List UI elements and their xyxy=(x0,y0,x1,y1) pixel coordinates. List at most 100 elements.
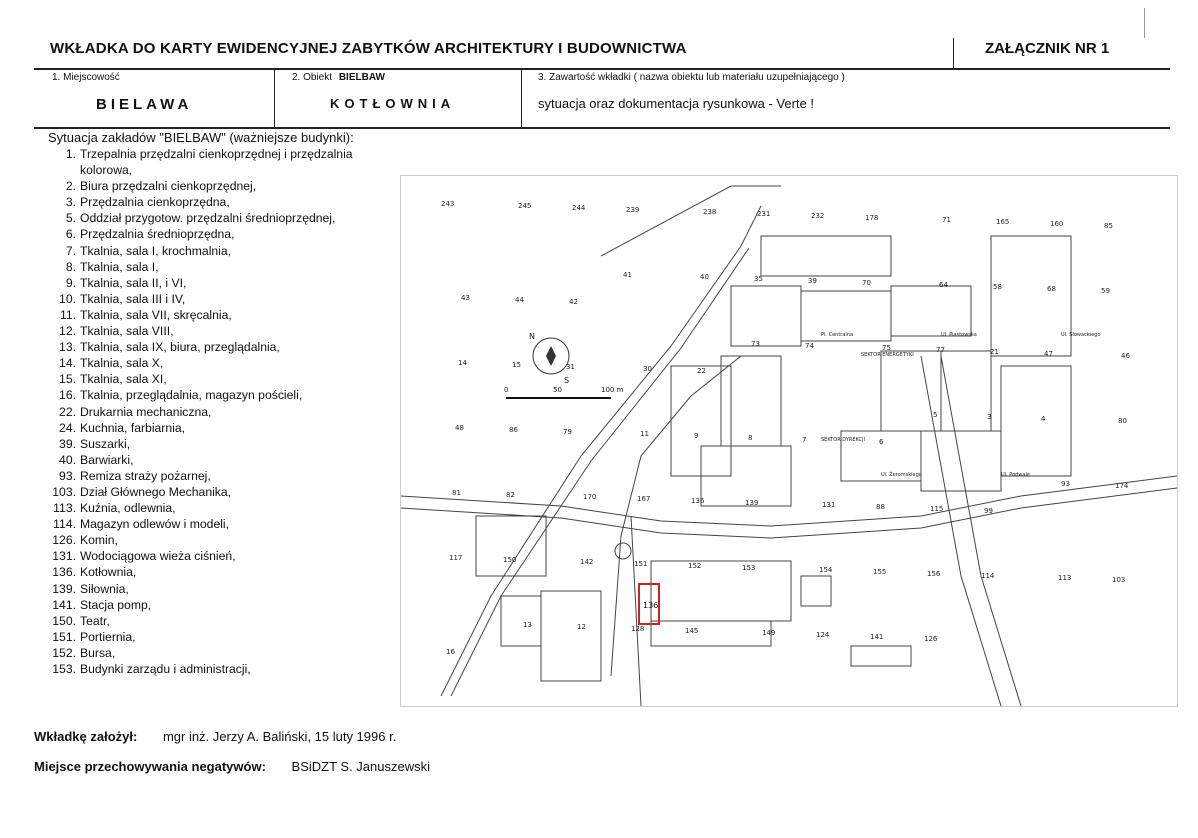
map-sector-sign: SEKTOR ENERGETYKI xyxy=(861,352,914,358)
building-list-item: 39.Suszarki, xyxy=(40,436,400,452)
building-list-item: 5. Oddział przygotow. przędzalni średniop… xyxy=(40,210,400,226)
building-number: 5. xyxy=(65,211,76,226)
building-list-item: 1.Trzepalnia przędzalni cienkoprzędnej i… xyxy=(40,146,400,162)
map-building-number: 77 xyxy=(936,346,945,354)
map-building-number: 245 xyxy=(518,202,531,210)
building-number: 13. xyxy=(59,340,76,355)
building-list-item: 13. Tkalnia, sala IX, biura, przeglądalni… xyxy=(40,339,400,355)
map-building-number: 64 xyxy=(939,281,948,289)
building-5 xyxy=(500,595,542,647)
building-number: 131. xyxy=(52,549,76,564)
highlight-number: 136 xyxy=(643,601,658,610)
map-sector-sign: SEKTOR DYREKCJI xyxy=(821,437,865,443)
header-bottom-rule xyxy=(34,127,1170,129)
content-label: 3. Zawartość wkładki ( nazwa obiektu lub… xyxy=(538,72,845,83)
building-description: Tkalnia, sala X, xyxy=(80,356,164,371)
map-building-number: 13 xyxy=(523,621,532,629)
map-street-name: Ul. Żeromskiego xyxy=(881,471,922,478)
building-description: kolorowa, xyxy=(80,163,133,178)
building-number: 114. xyxy=(53,517,76,532)
map-building-number: 126 xyxy=(924,635,938,643)
building-list-item: 2.Biura przędzalni cienkoprzędnej, xyxy=(40,178,400,194)
building-3 xyxy=(650,560,792,622)
map-building-number: 59 xyxy=(1101,287,1110,295)
park-area xyxy=(990,235,1072,357)
location-value: BIELAWA xyxy=(96,96,193,113)
map-building-number: 131 xyxy=(822,501,835,509)
building-description: Tkalnia, sala VII, skręcalnia, xyxy=(80,307,232,322)
building-description: Oddział przygotow. przędzalni średnioprz… xyxy=(80,211,336,226)
map-building-number: 22 xyxy=(697,367,706,375)
building-list-item: 3.Przędzalnia cienkoprzędna, xyxy=(40,194,400,210)
scale-tick-100: 100 m xyxy=(601,386,624,394)
railway-line xyxy=(600,185,781,257)
map-building-number: 9 xyxy=(694,432,698,440)
map-building-number: 155 xyxy=(873,568,886,576)
map-building-number: 31 xyxy=(566,363,575,371)
map-building-number: 35 xyxy=(754,275,763,283)
scale-bar: 0 50 100 m xyxy=(504,386,624,399)
map-building-number: 73 xyxy=(751,340,760,348)
map-building-number: 7 xyxy=(802,436,806,444)
map-building-number: 44 xyxy=(515,296,524,304)
map-street-name: Pl. Centralna xyxy=(821,332,853,338)
access-road xyxy=(630,515,642,706)
building-list-item: 15. Tkalnia, sala XI, xyxy=(40,371,400,387)
building-description: Tkalnia, sala XI, xyxy=(80,372,167,387)
building-6 xyxy=(540,590,602,682)
map-building-number: 136 xyxy=(691,497,705,505)
building-number: 139. xyxy=(52,581,76,596)
map-building-number: 86 xyxy=(509,426,518,434)
building-number: 9. xyxy=(65,275,76,290)
building-list-item: 40.Barwiarki, xyxy=(40,452,400,468)
building-description: Siłownia, xyxy=(80,581,129,596)
building-list-item: 24.Kuchnia, farbiarnia, xyxy=(40,420,400,436)
building-description: Teatr, xyxy=(80,613,110,628)
map-building-number: 88 xyxy=(876,503,885,511)
building-number: 136. xyxy=(52,565,76,580)
building-number: 15. xyxy=(59,372,76,387)
building-list-item: kolorowa, xyxy=(40,162,400,178)
author-label: Wkładkę założył: xyxy=(34,729,138,744)
map-building-number: 43 xyxy=(461,294,470,302)
map-building-number: 79 xyxy=(563,428,572,436)
building-number: 151. xyxy=(52,629,76,644)
building-description: Biura przędzalni cienkoprzędnej, xyxy=(80,179,257,194)
building-list-item: 11. Tkalnia, sala VII, skręcalnia, xyxy=(40,307,400,323)
map-street-name: Ul. Słowackiego xyxy=(1061,332,1100,338)
map-building-number: 160 xyxy=(1050,220,1063,228)
building-description: Suszarki, xyxy=(80,436,131,451)
park-area-2 xyxy=(1000,365,1072,477)
building-list-item: 16.Tkalnia, przeglądalnia, magazyn pości… xyxy=(40,387,400,403)
map-building-number: 124 xyxy=(816,631,830,639)
building-list-item: 131.Wodociągowa wieża ciśnień, xyxy=(40,548,400,564)
content-value: sytuacja oraz dokumentacja rysunkowa - V… xyxy=(538,96,815,111)
map-building-number: 75 xyxy=(882,344,891,352)
building-list-item: 113.Kuźnia, odlewnia, xyxy=(40,500,400,516)
building-description: Portiernia, xyxy=(80,629,136,644)
buildings-list-title: Sytuacja zakładów "BIELBAW" (ważniejsze … xyxy=(48,130,354,145)
map-building-number: 70 xyxy=(862,279,871,287)
building-description: Tkalnia, sala I, krochmalnia, xyxy=(80,243,232,258)
map-building-number: 93 xyxy=(1061,480,1070,488)
map-building-number: 71 xyxy=(942,216,951,224)
map-building-number: 41 xyxy=(623,271,632,279)
building-description: Budynki zarządu i administracji, xyxy=(80,662,251,676)
map-building-number: 117 xyxy=(449,554,462,562)
map-building-number: 239 xyxy=(626,206,639,214)
building-list-item: 7.Tkalnia, sala I, krochmalnia, xyxy=(40,243,400,259)
building-number: 11. xyxy=(59,307,76,322)
map-building-number: 3 xyxy=(987,413,991,421)
map-building-number: 11 xyxy=(640,430,649,438)
map-building-number: 81 xyxy=(452,489,461,497)
building-description: Przędzalnia cienkoprzędna, xyxy=(80,195,230,210)
compass-icon: N S xyxy=(529,332,570,385)
building-list-item: 139. Siłownia, xyxy=(40,581,400,597)
building-number: 152. xyxy=(52,645,76,660)
rail-track-1 xyxy=(440,205,762,697)
building-description: Magazyn odlewów i modeli, xyxy=(80,517,230,532)
scale-tick-0: 0 xyxy=(504,386,508,394)
building-list-item: 103.Dział Głównego Mechanika, xyxy=(40,484,400,500)
map-building-number: 16 xyxy=(446,648,455,656)
building-description: Tkalnia, sala IX, biura, przeglądalnia, xyxy=(80,340,280,355)
